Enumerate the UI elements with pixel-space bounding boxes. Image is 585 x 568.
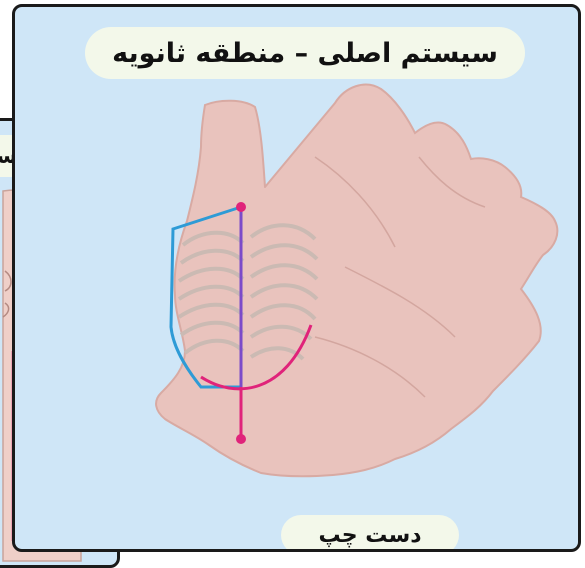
main-title: سیستم اصلی – منطقه ثانویه bbox=[85, 27, 525, 79]
hand-caption: دست چپ bbox=[281, 515, 459, 552]
main-panel: سیستم اصلی – منطقه ثانویه دست چپ bbox=[12, 4, 581, 552]
top-marker bbox=[236, 202, 246, 212]
left-hand-illustration bbox=[15, 7, 581, 552]
bottom-marker bbox=[236, 434, 246, 444]
hand-shape bbox=[156, 85, 557, 477]
